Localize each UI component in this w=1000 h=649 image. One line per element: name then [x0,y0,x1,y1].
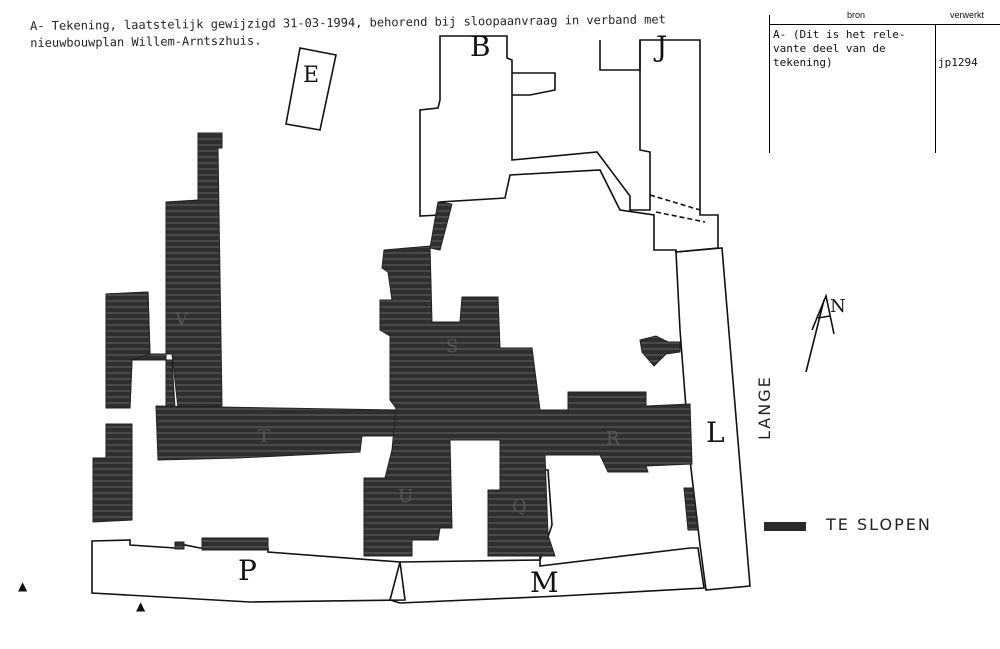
header-verwerkt: verwerkt [950,10,985,20]
north-arrow [805,293,835,373]
demolish-small-east [639,335,681,367]
demolish-P-strip [201,537,269,551]
label-U: U [398,486,413,507]
label-V: V [174,309,189,330]
dashed-line-2 [655,211,706,223]
demolish-T-wing [155,405,401,461]
street-label: LANGE [755,375,774,440]
label-L: L [706,416,725,449]
label-B: B [470,30,491,63]
label-T: T [258,426,270,447]
corner-mark-bottom: ▲ [136,599,146,613]
label-M: M [530,566,559,599]
building-L-outline [675,247,751,591]
legend-label: TE SLOPEN [825,515,932,534]
dashed-line-1 [649,194,701,211]
building-E-outline [285,47,337,131]
north-arrow-tail [805,299,825,373]
north-label: N [830,296,846,317]
table-divider [769,24,1000,25]
cell-bron: A- (Dit is het rele- vante deel van de t… [773,28,906,69]
demolish-U-S [363,245,693,557]
corner-mark-left: ▲ [18,579,28,593]
building-B-outline [419,35,719,253]
table-left-border [769,15,770,153]
header-bron: bron [847,10,866,20]
demolish-left-strip [92,423,133,523]
label-E: E [303,63,319,88]
source-table: bron verwerkt A- (Dit is het rele- vante… [769,10,1000,153]
demolition-areas [92,132,699,557]
demolish-P-nub [174,541,185,550]
label-S: S [446,336,458,357]
courtyard-wall-B [512,72,556,96]
label-P: P [238,554,257,587]
label-R: R [606,428,620,449]
demolish-connector [429,201,453,251]
cell-verwerkt: jp1294 [938,56,978,69]
label-J: J [653,30,667,63]
demolish-L-strip [683,487,699,531]
building-M-outline [389,547,705,604]
table-column-divider [935,24,936,153]
label-Q: Q [512,496,527,517]
legend-swatch [764,522,806,531]
courtyard-wall-J [599,40,640,71]
demolish-V-block [105,291,151,409]
